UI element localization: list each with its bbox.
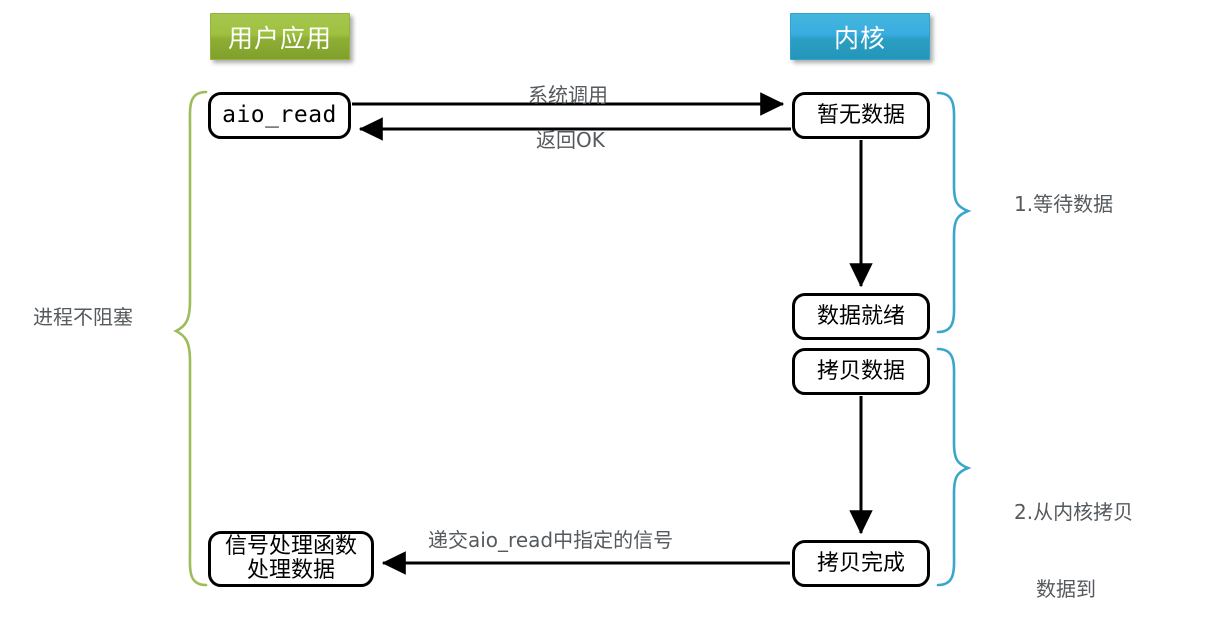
node-signal-handler: 信号处理函数 处理数据 [208,531,374,587]
header-kernel: 内核 [790,13,930,60]
annotation-phase2: 2.从内核拷贝 数据到 用户空间 [1014,449,1133,622]
kernel-phase1-brace [936,91,972,334]
annotation-non-blocking: 进程不阻塞 [33,305,133,329]
node-data-ready: 数据就绪 [792,293,930,340]
node-copying-data: 拷贝数据 [792,348,930,395]
edge-label-deliver-signal: 递交aio_read中指定的信号 [428,528,674,552]
node-copy-done: 拷贝完成 [792,540,930,587]
node-no-data: 暂无数据 [792,92,930,139]
annotation-phase2-line1: 2.从内核拷贝 [1014,500,1134,525]
node-data-ready-label: 数据就绪 [816,303,905,329]
user-process-brace [173,90,208,587]
edge-label-return-ok: 返回OK [536,128,605,152]
annotation-phase1: 1.等待数据 [1014,192,1114,216]
node-aio-read-label: aio_read [222,102,337,129]
annotation-phase2-line2: 数据到 [1036,576,1096,601]
header-kernel-label: 内核 [833,23,886,53]
node-signal-handler-line1: 信号处理函数 [224,534,357,560]
node-signal-handler-line2: 处理数据 [246,558,335,583]
header-user-application: 用户应用 [210,13,350,60]
edge-label-syscall: 系统调用 [528,83,608,107]
header-user-application-label: 用户应用 [227,23,332,53]
node-aio-read: aio_read [208,92,351,139]
node-copy-done-label: 拷贝完成 [816,550,905,576]
node-no-data-label: 暂无数据 [816,102,905,128]
kernel-phase2-brace [936,347,972,587]
node-copying-data-label: 拷贝数据 [816,358,905,384]
